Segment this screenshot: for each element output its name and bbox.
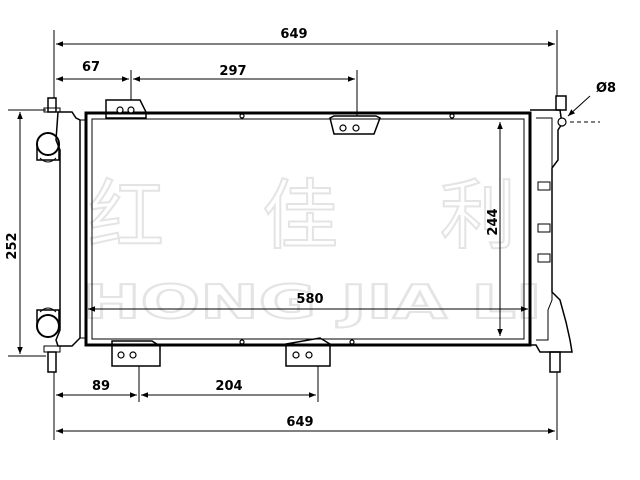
dimension-labels: 649 67 297 252 244 580 89 204 649 Ø8 (5, 27, 616, 430)
dim-bracket-spacing-top: 297 (219, 64, 246, 79)
right-tank (530, 95, 573, 373)
bracket-top-right (329, 115, 381, 135)
dimension-lines (8, 30, 600, 440)
dim-left-offset-bottom: 89 (92, 379, 110, 394)
bracket-bottom-right (285, 337, 331, 367)
radiator-core (84, 111, 532, 347)
dim-left-offset-top: 67 (82, 60, 100, 75)
watermark: 红 佳 利 HONG JIA LI (81, 170, 543, 330)
dim-hole-diameter: Ø8 (596, 81, 616, 96)
dim-bracket-spacing-bottom: 204 (215, 379, 242, 394)
dim-overall-width-top: 649 (280, 27, 307, 42)
watermark-char-1: 红 (88, 171, 164, 260)
dim-core-width: 580 (296, 292, 323, 307)
dim-overall-height: 252 (5, 232, 20, 259)
dim-overall-width-bottom: 649 (286, 415, 313, 430)
watermark-char-2: 佳 (262, 171, 338, 260)
dim-core-height: 244 (486, 208, 501, 235)
left-tank (36, 97, 86, 373)
watermark-latin: HONG JIA LI (82, 275, 542, 329)
bracket-top-left (105, 99, 147, 119)
watermark-char-3: 利 (440, 171, 516, 260)
bracket-bottom-left (111, 340, 161, 367)
